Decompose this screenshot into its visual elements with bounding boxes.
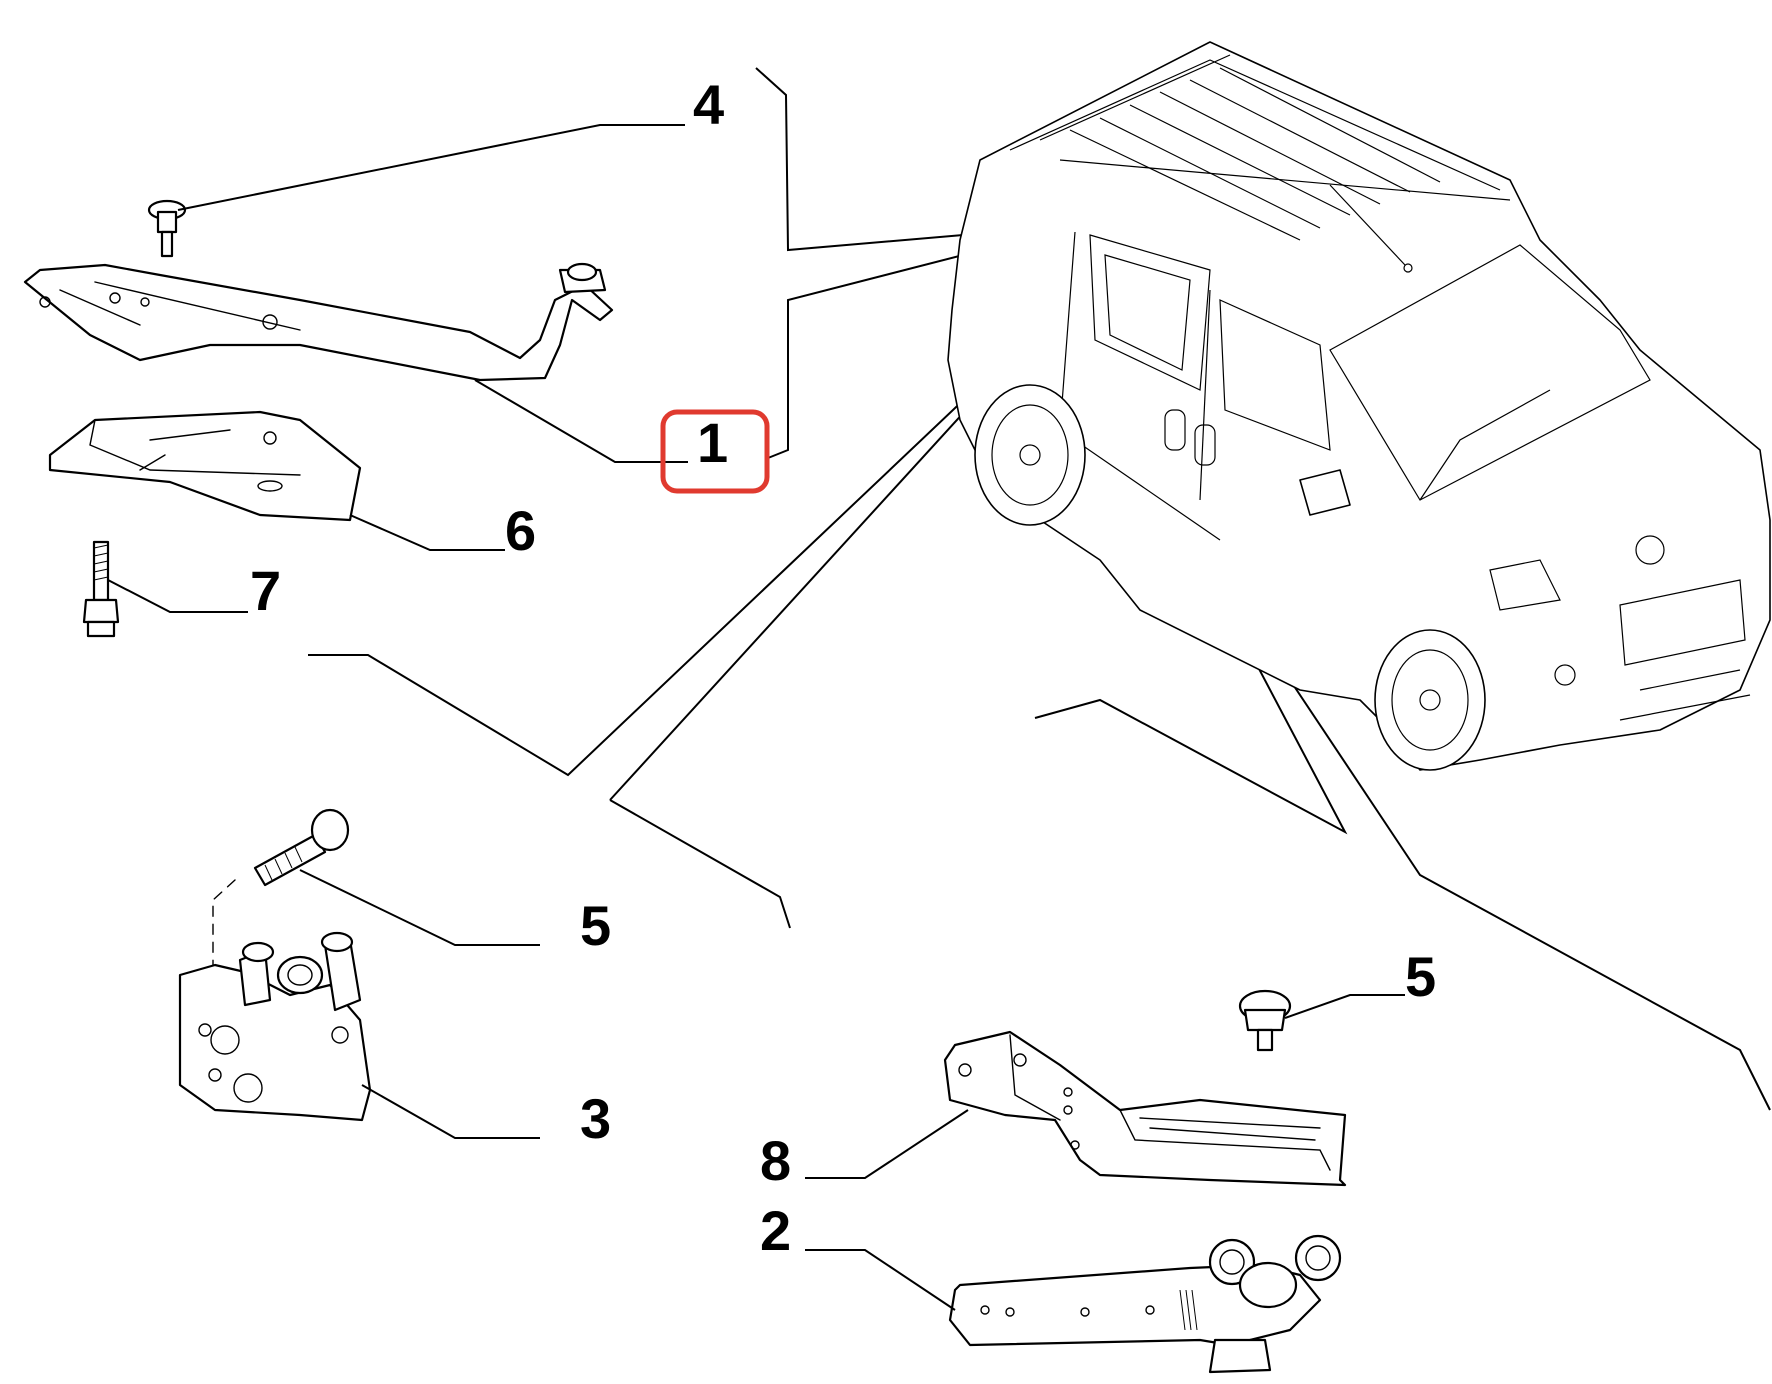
callout-3: 3	[580, 1087, 611, 1150]
callout-2: 2	[760, 1199, 791, 1262]
part-7-bolt	[82, 540, 248, 638]
vehicle-illustration	[947, 41, 1771, 771]
callout-1: 1	[697, 411, 728, 474]
callout-5-top: 5	[580, 894, 611, 957]
callout-1-highlight	[660, 409, 770, 494]
callout-5-right: 5	[1405, 945, 1436, 1008]
part-5-top-bolt	[253, 808, 540, 946]
callout-labels: 4 1 6 7 5 3 5 8 2	[250, 73, 1436, 1262]
part-5-right-screw	[1238, 989, 1405, 1052]
callout-8: 8	[760, 1129, 791, 1192]
callout-6: 6	[505, 499, 536, 562]
part-1-upper-bracket	[23, 262, 688, 463]
part-2-roller-carriage	[805, 1234, 1342, 1374]
part-6-bracket	[48, 410, 505, 551]
part-8-bracket	[805, 1030, 1347, 1187]
callout-7: 7	[250, 559, 281, 622]
callout-4: 4	[693, 73, 724, 136]
part-3-hinge	[178, 879, 540, 1139]
part-4-screw	[147, 124, 685, 258]
